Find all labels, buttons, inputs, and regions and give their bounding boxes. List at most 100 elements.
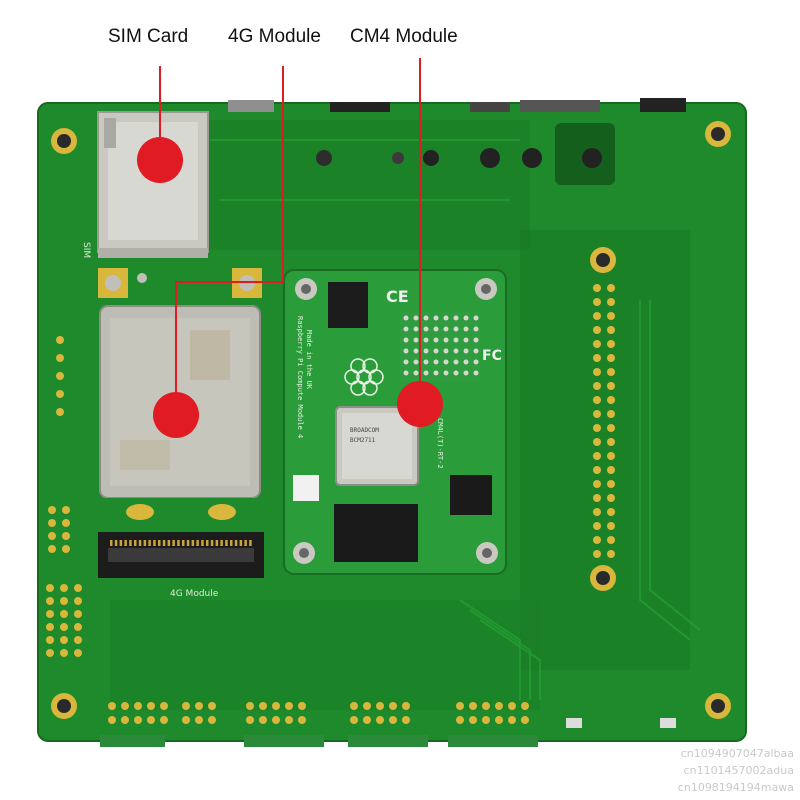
solder-pad	[108, 716, 116, 724]
solder-pad	[593, 494, 601, 502]
cm4-side-text-2: Made in the UK	[305, 330, 313, 390]
solder-pad	[456, 716, 464, 724]
solder-pad	[350, 716, 358, 724]
m2-pin	[244, 540, 247, 546]
solder-pad	[443, 348, 449, 354]
sim-marker	[137, 137, 183, 183]
m2-pin	[110, 540, 113, 546]
solder-pad	[433, 348, 439, 354]
solder-pad	[482, 702, 490, 710]
gold-pads	[46, 284, 615, 724]
solder-pad	[508, 702, 516, 710]
solder-pad	[469, 702, 477, 710]
solder-pad	[423, 348, 429, 354]
m2-pin	[124, 540, 127, 546]
soc-text-1: BROADCOM	[350, 427, 379, 434]
solder-pad	[46, 610, 54, 618]
solder-pad	[593, 284, 601, 292]
solder-pad	[607, 466, 615, 474]
m2-pin	[182, 540, 185, 546]
solder-pad	[607, 298, 615, 306]
solder-pad	[208, 702, 216, 710]
solder-pad	[108, 702, 116, 710]
solder-pad	[593, 452, 601, 460]
solder-pad	[413, 370, 419, 376]
m2-pin	[234, 540, 238, 546]
m2-pin	[249, 540, 252, 546]
top-components	[316, 123, 615, 185]
solder-pad	[246, 716, 254, 724]
solder-pad	[285, 716, 293, 724]
solder-pad	[46, 584, 54, 592]
m2-pin	[134, 540, 137, 546]
m2-pin	[114, 540, 118, 546]
solder-pad	[463, 315, 469, 321]
solder-pad	[453, 326, 459, 332]
solder-pad	[593, 312, 601, 320]
solder-pad	[423, 359, 429, 365]
solder-pad	[423, 337, 429, 343]
solder-pad	[413, 359, 419, 365]
m2-pin	[158, 540, 161, 546]
solder-pad	[607, 480, 615, 488]
solder-pad	[521, 702, 529, 710]
m2-pin	[191, 540, 195, 546]
solder-pad	[62, 506, 70, 514]
solder-pad	[160, 716, 168, 724]
solder-pad	[195, 716, 203, 724]
solder-pad	[607, 396, 615, 404]
solder-pad	[607, 536, 615, 544]
m2-pin	[119, 540, 123, 546]
solder-pad	[443, 337, 449, 343]
solder-pad	[403, 348, 409, 354]
solder-pad	[363, 702, 371, 710]
top-connectors	[228, 98, 686, 112]
solder-pad	[48, 506, 56, 514]
m2-pin	[143, 540, 147, 546]
solder-pad	[74, 623, 82, 631]
solder-pad	[60, 584, 68, 592]
solder-pad	[473, 370, 479, 376]
solder-pad	[403, 326, 409, 332]
soc-text-2: BCM2711	[350, 437, 376, 444]
watermark-line-2: cn1101457002adua	[683, 764, 794, 777]
solder-pad	[463, 370, 469, 376]
solder-pad	[272, 716, 280, 724]
m2-pin	[186, 540, 190, 546]
solder-pad	[246, 702, 254, 710]
mounting-holes	[51, 121, 731, 719]
solder-pad	[593, 396, 601, 404]
cm4-module: CE FC Raspberry Pi Compute Module 4 Made…	[283, 269, 507, 575]
cm4-marker	[397, 381, 443, 427]
solder-pad	[74, 584, 82, 592]
solder-pad	[443, 326, 449, 332]
m2-pin	[210, 540, 214, 546]
solder-pad	[607, 494, 615, 502]
solder-pad	[453, 348, 459, 354]
solder-pad	[593, 326, 601, 334]
solder-pad	[607, 368, 615, 376]
raspberry-logo	[344, 358, 384, 396]
solder-pad	[463, 359, 469, 365]
solder-pad	[521, 716, 529, 724]
solder-pad	[423, 315, 429, 321]
solder-pad	[607, 354, 615, 362]
m2-pin	[167, 540, 171, 546]
m2-pin	[138, 540, 142, 546]
watermark-line-1: cn1094907047albaa	[680, 747, 794, 760]
solder-pad	[593, 424, 601, 432]
solder-pad	[376, 702, 384, 710]
solder-pad	[56, 354, 64, 362]
solder-pad	[607, 522, 615, 530]
solder-pad	[62, 532, 70, 540]
solder-pad	[56, 372, 64, 380]
solder-pad	[413, 337, 419, 343]
solder-pad	[593, 466, 601, 474]
solder-pad	[495, 702, 503, 710]
solder-pad	[443, 315, 449, 321]
solder-pad	[48, 519, 56, 527]
solder-pad	[593, 410, 601, 418]
silk-4g-module: 4G Module	[170, 589, 219, 599]
solder-pad	[74, 597, 82, 605]
